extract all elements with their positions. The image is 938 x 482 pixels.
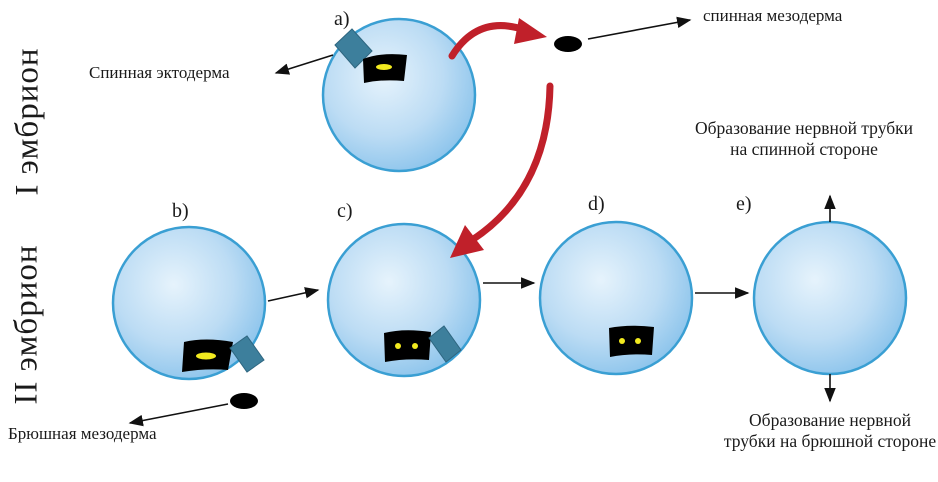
- dorsal-ectoderm-label: Спинная эктодерма: [89, 63, 230, 83]
- dorsal-mesoderm-label: спинная мезодерма: [703, 6, 842, 26]
- embryo-e: [754, 222, 906, 374]
- panel-label-a: a): [334, 8, 350, 31]
- panel-label-b: b): [172, 200, 189, 223]
- arrow-ventral-mesoderm: [130, 404, 228, 423]
- arrow-dorsal-mesoderm: [588, 20, 690, 39]
- embryo-2-label: II эмбрион: [9, 235, 46, 415]
- panel-label-d: d): [588, 193, 605, 216]
- arrow-b-to-c: [268, 290, 318, 301]
- arrow-dorsal-ectoderm: [276, 55, 333, 73]
- ventral-mesoderm-label: Брюшная мезодерма: [8, 424, 157, 444]
- neural-tube-ventral-label: Образование нервной трубки на брюшной ст…: [722, 410, 938, 452]
- neural-tube-dorsal-label: Образование нервной трубки на спинной ст…: [693, 118, 915, 160]
- panel-label-e: e): [736, 193, 752, 216]
- embryo-d-tissue: [609, 326, 654, 357]
- embryo-1-label: I эмбрион: [10, 42, 47, 202]
- transplant-arrow-1: [452, 18, 547, 56]
- dorsal-mesoderm-piece: [554, 36, 582, 52]
- panel-label-c: c): [337, 200, 353, 223]
- ventral-mesoderm-piece: [230, 393, 258, 409]
